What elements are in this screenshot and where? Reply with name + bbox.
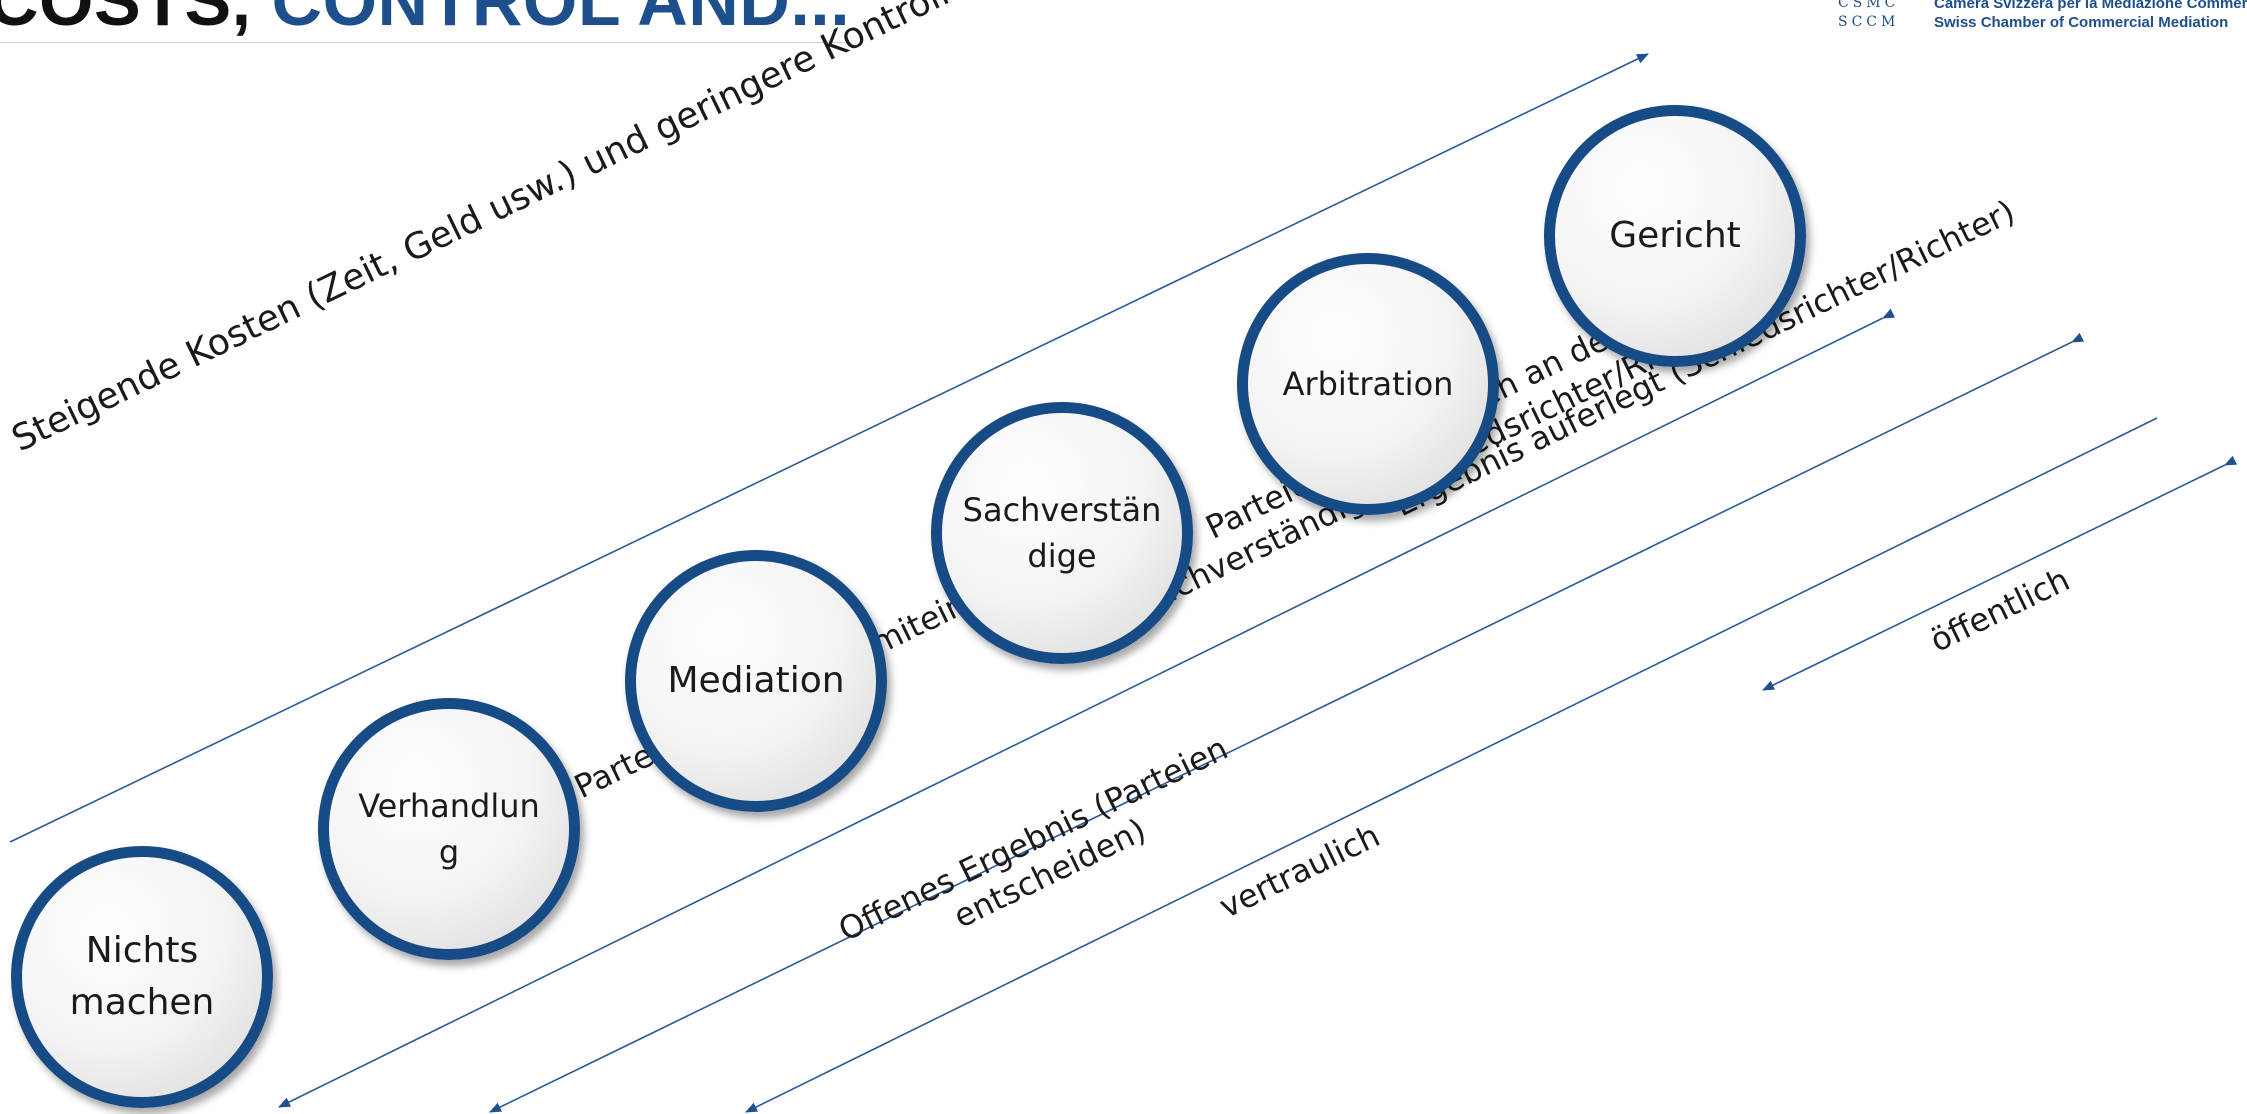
logo-organisation-name: Camera Svizzera per la Mediazione Commer…	[1934, 0, 2247, 32]
logo-abbr-line-2: SCCM	[1838, 14, 1900, 30]
public-arrow	[1762, 455, 2238, 691]
title-part-black: COSTS,	[0, 0, 272, 40]
logo-name-line-1: Camera Svizzera per la Mediazione Commer…	[1934, 0, 2247, 12]
stage-circle-label: Gericht	[1609, 214, 1741, 256]
page-title: COSTS, CONTROL AND...	[0, 0, 850, 36]
stage-circle-mediation[interactable]: Mediation	[625, 550, 887, 812]
stage-circle-sachverstaendige[interactable]: Sachverstän dige	[931, 402, 1193, 664]
logo-name-line-2: Swiss Chamber of Commercial Mediation	[1934, 14, 2229, 31]
stage-circle-label: Mediation	[667, 659, 845, 701]
stage-circle-label: Sachverstän dige	[962, 490, 1162, 575]
logo-abbr-line-1: CSMC	[1838, 0, 1900, 11]
stage-circle-arbitration[interactable]: Arbitration	[1237, 253, 1499, 515]
stage-circle-label: Verhandlun g	[358, 786, 540, 871]
title-divider	[0, 42, 848, 43]
stage-circle-nichts-machen[interactable]: Nichts machen	[11, 846, 273, 1108]
title-part-blue: CONTROL AND...	[271, 0, 851, 40]
stage-circle-gericht[interactable]: Gericht	[1544, 105, 1806, 367]
stage-circle-label: Arbitration	[1282, 364, 1454, 403]
logo-abbreviation: CSMC SCCM	[1838, 0, 1899, 32]
stage-circle-verhandlung[interactable]: Verhandlun g	[318, 698, 580, 960]
stage-circle-label: Nichts machen	[69, 929, 215, 1023]
